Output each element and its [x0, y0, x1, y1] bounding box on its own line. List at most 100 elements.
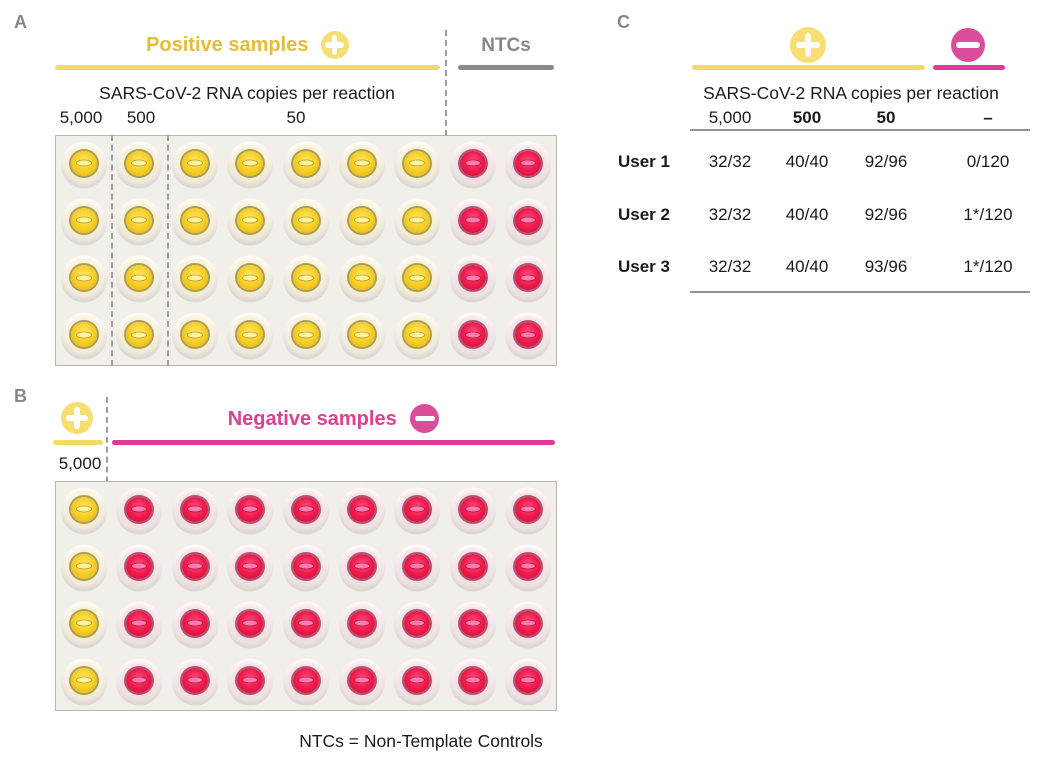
well-highlight: [354, 332, 369, 338]
well-highlight: [410, 563, 425, 569]
well-red: [283, 601, 329, 648]
well-cap: [348, 667, 375, 693]
well-cap: [293, 150, 319, 176]
well-highlight: [521, 332, 536, 338]
well-yellow: [227, 312, 274, 360]
well-highlight: [76, 332, 91, 338]
well-cap: [237, 207, 264, 233]
c-row-user-label: User 3: [618, 257, 670, 276]
c-cell-value: 93/96: [864, 257, 908, 276]
well-yellow: [60, 601, 107, 648]
well-highlight: [465, 217, 480, 223]
well-yellow: [116, 198, 163, 246]
well-highlight: [354, 506, 369, 512]
well-cap: [404, 207, 431, 233]
well-highlight: [465, 275, 480, 281]
negative-samples-title: Negative samples: [227, 408, 397, 430]
well-highlight: [410, 217, 425, 223]
panel-b-positive-underline: [53, 440, 103, 445]
well-cap: [70, 322, 97, 348]
well-yellow: [338, 255, 385, 303]
well-cap: [404, 322, 431, 348]
well-cap: [515, 322, 542, 348]
well-yellow: [60, 544, 107, 591]
well-yellow: [116, 141, 163, 189]
well-highlight: [299, 332, 313, 338]
table-bottom-rule: [690, 291, 1030, 293]
well-highlight: [410, 620, 425, 626]
well-highlight: [354, 275, 369, 281]
panel-c-axis-title: SARS-CoV-2 RNA copies per reaction: [703, 83, 999, 103]
well-cap: [237, 610, 264, 636]
well-yellow: [338, 141, 385, 189]
positive-samples-title: Positive samples: [146, 34, 309, 56]
well-yellow: [171, 141, 218, 189]
well-cap: [404, 553, 431, 579]
well-yellow: [60, 198, 107, 246]
plate-b: [55, 481, 557, 711]
minus-icon-bar: [414, 415, 435, 422]
well-red: [394, 487, 441, 534]
well-highlight: [354, 160, 369, 166]
well-red: [449, 658, 496, 705]
well-red: [283, 487, 329, 534]
panel-a-tick-5000: 5,000: [59, 108, 103, 127]
well-cap: [237, 553, 264, 579]
ntc-footnote: NTCs = Non-Template Controls: [299, 731, 543, 751]
well-red: [171, 658, 218, 705]
well-cap: [126, 553, 153, 579]
well-red: [505, 312, 552, 360]
well-highlight: [243, 677, 258, 683]
well-cap: [515, 496, 542, 522]
well-cap: [70, 553, 97, 579]
well-red: [394, 658, 441, 705]
well-yellow: [394, 198, 441, 246]
well-cap: [126, 667, 153, 693]
well-red: [283, 544, 329, 591]
well-red: [338, 487, 385, 534]
well-red: [449, 487, 496, 534]
panel-c-label: C: [617, 12, 630, 32]
c-cell-value: 32/32: [708, 152, 752, 171]
well-yellow: [394, 141, 441, 189]
well-yellow: [283, 255, 329, 303]
well-cap: [515, 667, 542, 693]
well-highlight: [187, 160, 202, 166]
well-yellow: [171, 255, 218, 303]
well-red: [116, 658, 163, 705]
minus-icon: [951, 28, 985, 62]
well-highlight: [76, 563, 91, 569]
well-cap: [293, 322, 319, 348]
well-cap: [181, 553, 208, 579]
well-cap: [515, 610, 542, 636]
well-highlight: [465, 620, 480, 626]
well-red: [227, 601, 274, 648]
well-cap: [181, 610, 208, 636]
panel-a-label: A: [14, 12, 27, 32]
ntc-underline: [458, 65, 554, 70]
c-row-user-label: User 1: [618, 152, 670, 171]
panel-b-negative-header: Negative samples: [112, 404, 555, 434]
well-cap: [348, 322, 375, 348]
well-highlight: [243, 620, 258, 626]
well-cap: [126, 322, 153, 348]
well-highlight: [521, 275, 536, 281]
well-red: [116, 544, 163, 591]
well-highlight: [132, 677, 147, 683]
plus-icon: [61, 402, 93, 434]
well-cap: [348, 265, 375, 291]
well-highlight: [354, 217, 369, 223]
c-row-user-label: User 2: [618, 204, 670, 224]
well-cap: [293, 610, 319, 636]
well-cap: [70, 207, 97, 233]
well-yellow: [171, 198, 218, 246]
well-highlight: [187, 677, 202, 683]
well-highlight: [465, 332, 480, 338]
well-cap: [293, 496, 319, 522]
positive-underline: [55, 65, 440, 70]
well-cap: [459, 207, 486, 233]
well-highlight: [299, 677, 313, 683]
c-cell-value: 32/32: [708, 257, 752, 276]
c-cell-value: 32/32: [708, 204, 752, 224]
